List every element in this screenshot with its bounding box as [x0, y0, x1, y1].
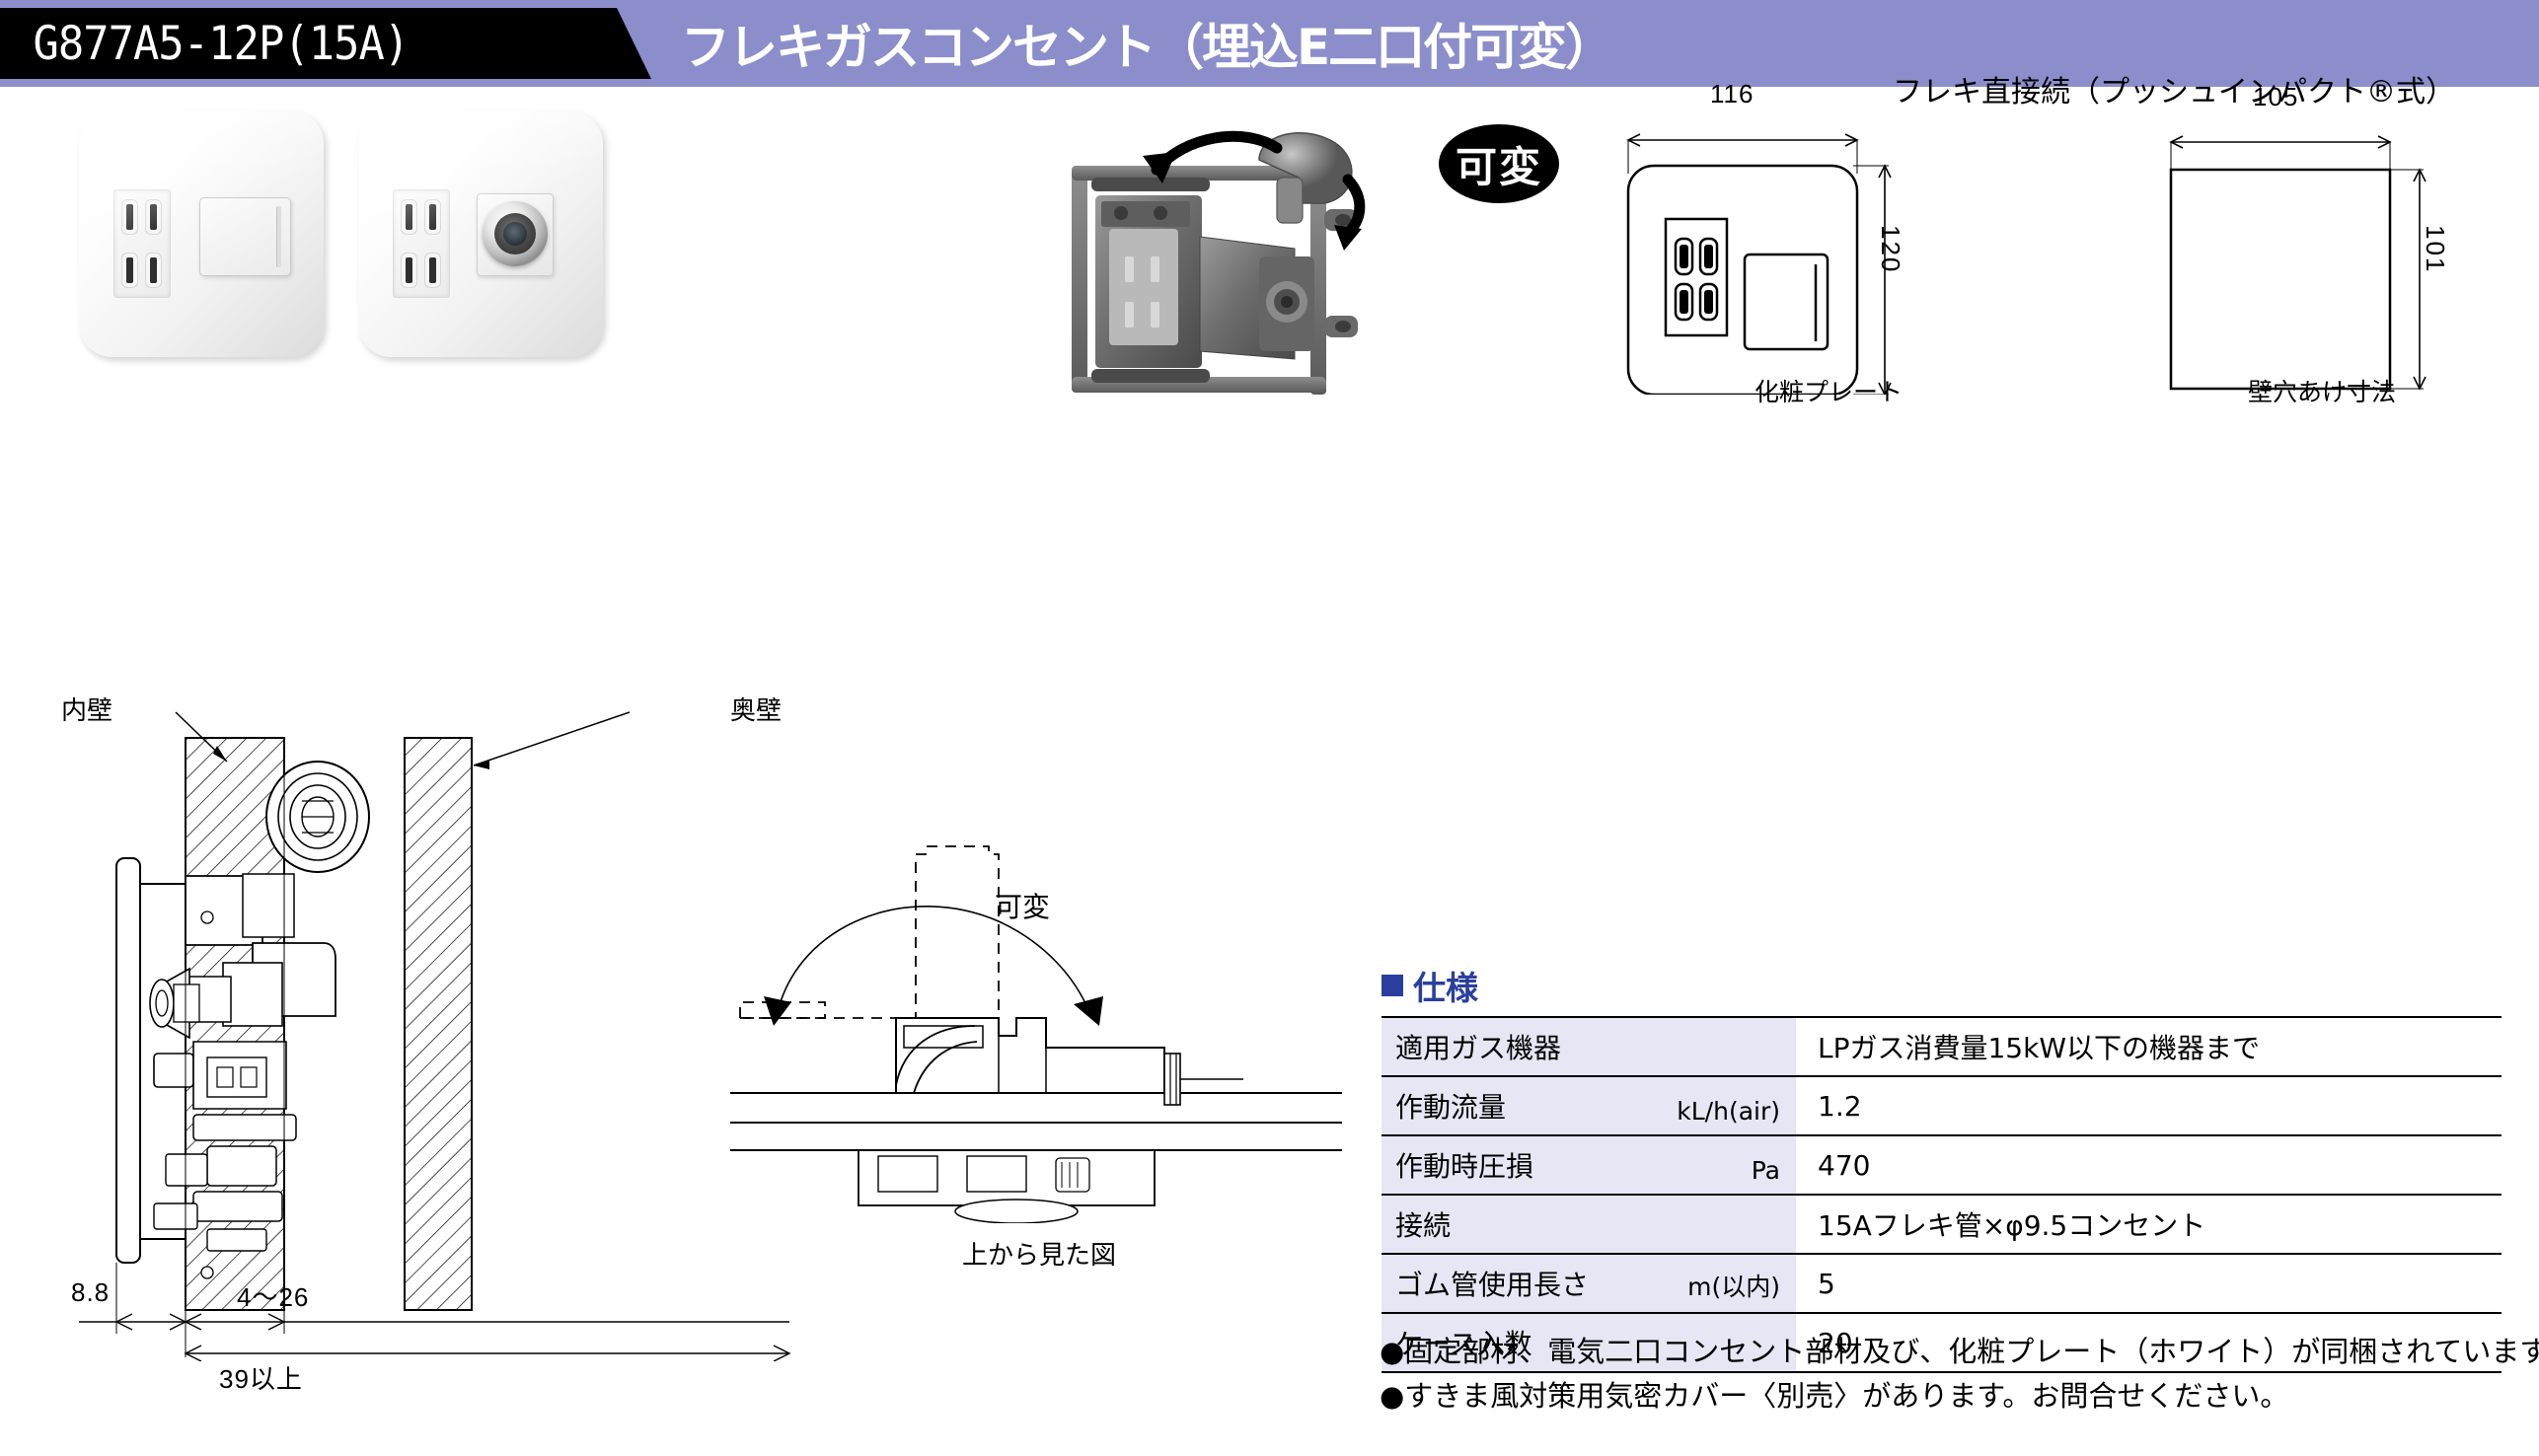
footnote-item: ●固定部材、電気二口コンセント部材及び、化粧プレート（ホワイト）が同梱されていま… [1380, 1335, 2539, 1368]
spec-row-key: 作動流量 kL/h(air) [1382, 1076, 1796, 1135]
spec-row-value: 1.2 [1818, 1089, 1862, 1123]
spec-row-value: 15Aフレキ管×φ9.5コンセント [1818, 1209, 2206, 1242]
spec-heading: 仕様 [1382, 962, 1478, 1009]
spec-row-name: 作動流量 [1395, 1091, 1507, 1124]
page-header: G877A5-12P(15A) フレキガスコンセント（埋込E二口付可変） [0, 0, 2539, 87]
inner-wall-label: 内壁 [61, 696, 113, 726]
top-view-caption: 上から見た図 [962, 1241, 1117, 1271]
plate-caption: 化粧プレート [1755, 378, 1904, 406]
bracket-assembly-graphic [1072, 130, 1366, 395]
spec-row-key: 作動時圧損 Pa [1382, 1135, 1796, 1195]
variable-badge: 可変 [1439, 124, 1559, 203]
spec-row-name: ケース入数 [1395, 1328, 1532, 1360]
connection-method-note: フレキ直接続（プッシュインパクト®式） [1893, 75, 2455, 109]
wall-hole-dimension-drawing [2112, 109, 2526, 395]
gas-outlet-cover-lid [199, 197, 291, 276]
electric-outlet-face [113, 189, 171, 298]
spec-row-name: ゴム管使用長さ [1395, 1269, 1590, 1301]
outlet-slot-upper-left [126, 204, 133, 230]
outlet-slot-lower-right-2 [429, 257, 436, 283]
spec-row-key: 接続 [1382, 1195, 1796, 1254]
model-number-tag: G877A5-12P(15A) [0, 8, 651, 79]
spec-row-value: 470 [1818, 1148, 1871, 1182]
wall-hole-height-dimension: 101 [2421, 225, 2450, 274]
outlet-slot-lower-right [150, 257, 157, 283]
spec-row-name: 適用ガス機器 [1395, 1032, 1562, 1064]
spec-table: 適用ガス機器 LPガス消費量15kW以下の機器まで作動流量 kL/h(air) 1.2… [1382, 1016, 2502, 1373]
dim-depth-minimum: 39以上 [219, 1364, 303, 1394]
section-view-drawing [59, 691, 809, 1362]
spec-row-unit: m(以内) [1687, 1273, 1780, 1301]
gas-socket-port-ring [494, 213, 536, 255]
spec-row: 接続 15Aフレキ管×φ9.5コンセント [1382, 1195, 2502, 1254]
spec-row-unit: kL/h(air) [1677, 1097, 1780, 1126]
footnote-item: ●すきま風対策用気密カバー〈別売〉があります。お問合せください。 [1380, 1378, 2289, 1413]
spec-row-key: ケース入数 [1382, 1313, 1796, 1372]
spec-row-unit: Pa [1751, 1156, 1780, 1185]
spec-row-value: LPガス消費量15kW以下の機器まで [1818, 1032, 2261, 1064]
outlet-slot-upper-left-2 [406, 204, 412, 230]
gas-socket-port-core [503, 222, 527, 246]
wall-hole-width-dimension: 105 [2253, 82, 2299, 111]
outlet-slot-upper-right [150, 204, 157, 230]
plate-width-dimension: 116 [1710, 79, 1755, 109]
back-wall-label: 奥壁 [730, 696, 783, 726]
spec-row: ゴム管使用長さ m(以内) 5 [1382, 1254, 2502, 1313]
spec-heading-marker [1382, 975, 1403, 996]
spec-row-key: ゴム管使用長さ m(以内) [1382, 1254, 1796, 1313]
outlet-slot-upper-right-2 [429, 204, 436, 230]
plate-height-dimension: 120 [1876, 225, 1905, 274]
spec-row-value: 20 [1818, 1326, 1853, 1359]
spec-row-name: 作動時圧損 [1395, 1150, 1534, 1183]
spec-row-value: 5 [1818, 1267, 1835, 1300]
spec-table-body: 適用ガス機器 LPガス消費量15kW以下の機器まで作動流量 kL/h(air) 1.2… [1382, 1017, 2502, 1372]
spec-row: 作動流量 kL/h(air) 1.2 [1382, 1076, 2502, 1135]
top-view-variable-label: 可変 [995, 891, 1051, 923]
product-photo-plate-closed [79, 110, 324, 357]
spec-row-key: 適用ガス機器 [1382, 1017, 1796, 1076]
electric-outlet-face-2 [393, 189, 450, 298]
outlet-slot-lower-left [126, 257, 133, 283]
gas-socket-port [483, 201, 548, 266]
spec-row-name: 接続 [1395, 1209, 1452, 1242]
wall-hole-caption: 壁穴あけ寸法 [2248, 378, 2397, 406]
product-photo-bracket-assembly [1066, 118, 1421, 404]
dim-plate-thickness: 8.8 [71, 1277, 111, 1307]
plate-dimension-drawing [1589, 109, 2201, 397]
top-view-drawing [730, 838, 1342, 1224]
spec-row: ケース入数 20 [1382, 1313, 2502, 1372]
dim-wall-thickness-range: 4〜26 [237, 1282, 310, 1312]
footnotes: ●固定部材、電気二口コンセント部材及び、化粧プレート（ホワイト）が同梱されていま… [1380, 1330, 2539, 1419]
spec-row: 適用ガス機器 LPガス消費量15kW以下の機器まで [1382, 1017, 2502, 1076]
spec-heading-label: 仕様 [1413, 969, 1478, 1007]
spec-row: 作動時圧損 Pa 470 [1382, 1135, 2502, 1195]
page-title: フレキガスコンセント（埋込E二口付可変） [681, 19, 1614, 76]
outlet-slot-lower-left-2 [406, 257, 412, 283]
product-photo-plate-open [358, 110, 603, 357]
model-number-label: G877A5-12P(15A) [33, 16, 410, 71]
